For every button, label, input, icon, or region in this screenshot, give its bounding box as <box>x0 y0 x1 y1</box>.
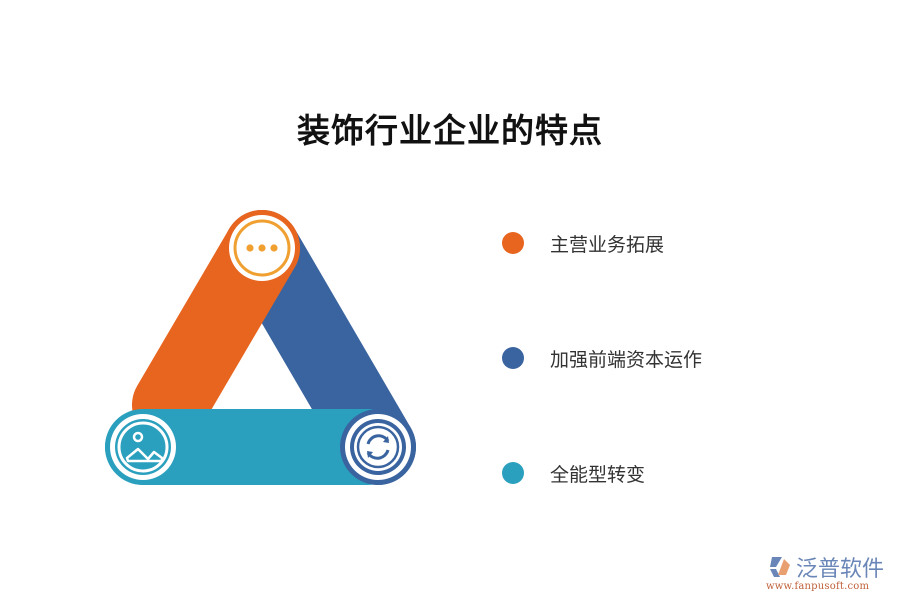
image-icon <box>110 414 176 480</box>
legend-label: 主营业务拓展 <box>550 233 665 256</box>
legend-label: 全能型转变 <box>550 463 646 486</box>
logo-name: 泛普软件 <box>796 557 885 582</box>
teal-dot-icon <box>502 462 524 484</box>
page-title: 装饰行业企业的特点 <box>297 111 603 150</box>
legend-item-business-expansion: 主营业务拓展 <box>502 230 664 256</box>
watermark-logo: 泛普软件 www.fanpusoft.com <box>766 553 896 595</box>
blue-dot-icon <box>502 347 524 369</box>
fanpu-logo-icon <box>770 557 790 577</box>
orange-dot-icon <box>502 232 524 254</box>
legend-item-capital-operation: 加强前端资本运作 <box>502 345 702 371</box>
legend-label: 加强前端资本运作 <box>550 348 703 371</box>
logo-url: www.fanpusoft.com <box>766 581 870 592</box>
refresh-icon <box>345 414 411 480</box>
legend-item-all-round-transformation: 全能型转变 <box>502 460 645 486</box>
more-dots-icon <box>229 215 295 281</box>
